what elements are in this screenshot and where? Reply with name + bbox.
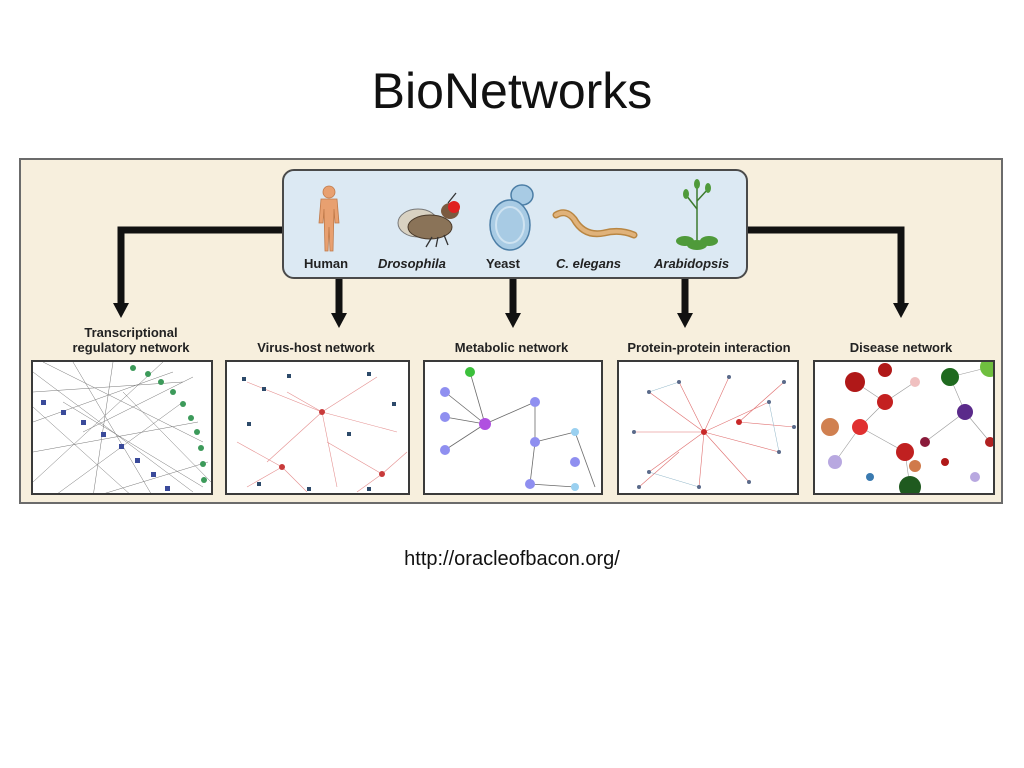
plant-icon [676,179,718,250]
network-label-disease: Disease network [849,340,953,355]
network-label-line1: Transcriptional [84,325,178,340]
panel-protein-protein-interaction [617,360,799,495]
ppi-network-graph [632,375,796,489]
panel-disease-network [813,360,995,495]
network-label-line2: regulatory network [72,340,190,355]
network-label-metabolic: Metabolic network [454,340,569,355]
human-icon [318,185,340,252]
yeast-icon [489,184,534,251]
transcriptional-network-graph [33,362,211,493]
slide-title: BioNetworks [371,63,653,119]
panel-transcriptional-network [31,360,213,495]
network-label-virus-host: Virus-host network [257,340,375,355]
organism-label-yeast: Yeast [486,256,520,271]
organism-label-drosophila: Drosophila [378,256,446,271]
organism-label-celegans: C. elegans [556,256,622,271]
source-url-link[interactable]: http://oracleofbacon.org/ [404,548,620,570]
network-label-transcriptional: Transcriptional regulatory network [41,325,221,355]
fly-icon [397,192,460,248]
panel-metabolic-network [423,360,603,495]
organism-label-human: Human [304,256,349,271]
metabolic-network-graph [440,367,596,491]
connector-arrows [113,226,909,328]
organisms-box: Human Drosophila Yeast C. elegans Arabid… [282,169,748,279]
network-label-ppi: Protein-protein interaction [627,340,791,355]
disease-network-graph [821,362,993,493]
bionetworks-figure: Human Drosophila Yeast C. elegans Arabid… [19,158,1003,504]
organism-label-arabidopsis: Arabidopsis [654,256,730,271]
panel-virus-host-network [225,360,410,495]
worm-icon [552,209,638,239]
virus-host-network-graph [236,372,408,493]
